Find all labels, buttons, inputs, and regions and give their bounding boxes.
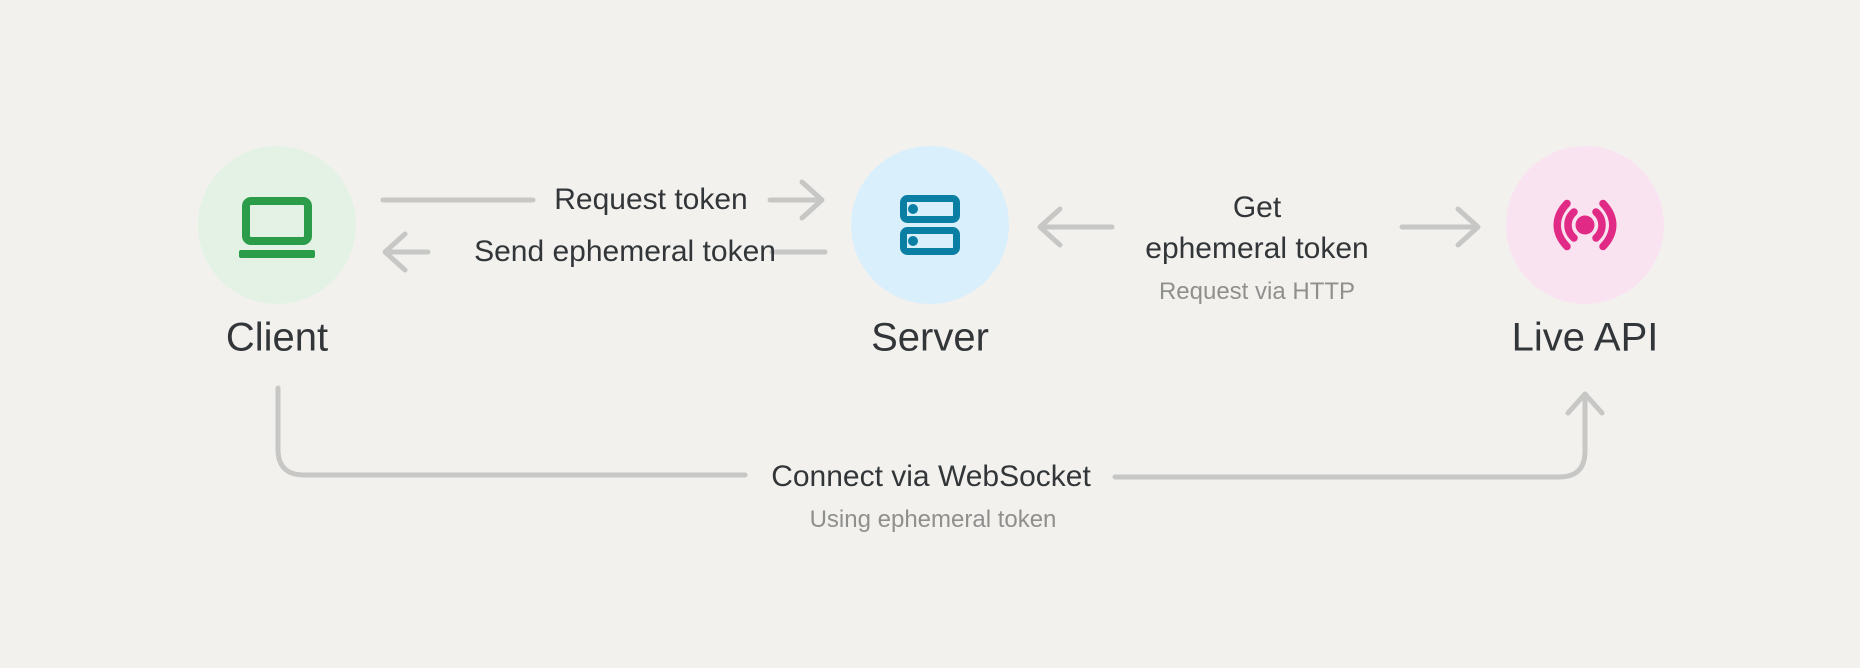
client-circle <box>198 146 356 304</box>
request-token-label: Request token <box>554 183 748 216</box>
get-token-right-arrow-head <box>1455 206 1481 248</box>
connect-via-websocket-label: Connect via WebSocket <box>771 460 1091 493</box>
send-token-arrow-head <box>382 231 408 273</box>
websocket-path-left <box>275 385 748 478</box>
client-label: Client <box>225 315 329 360</box>
server-label: Server <box>871 315 989 360</box>
request-token-arrow-head <box>799 179 825 221</box>
send-ephemeral-token-label: Send ephemeral token <box>474 235 776 268</box>
request-via-http-sublabel: Request via HTTP <box>1158 278 1356 305</box>
get-ephemeral-token-label-line1: Get <box>1232 191 1282 224</box>
websocket-path-right <box>1112 396 1588 480</box>
live-api-label: Live API <box>1511 315 1659 360</box>
websocket-arrow-head <box>1565 391 1605 416</box>
laptop-icon <box>239 197 315 258</box>
using-ephemeral-token-sublabel: Using ephemeral token <box>809 506 1057 533</box>
get-ephemeral-token-label-line2: ephemeral token <box>1145 232 1369 265</box>
get-ephemeral-token-label: Get ephemeral token <box>1145 187 1368 269</box>
server-circle <box>851 146 1009 304</box>
live-api-circle <box>1506 146 1664 304</box>
broadcast-icon <box>1553 199 1617 251</box>
get-token-left-arrow-head <box>1037 206 1063 248</box>
server-icon <box>900 195 960 255</box>
